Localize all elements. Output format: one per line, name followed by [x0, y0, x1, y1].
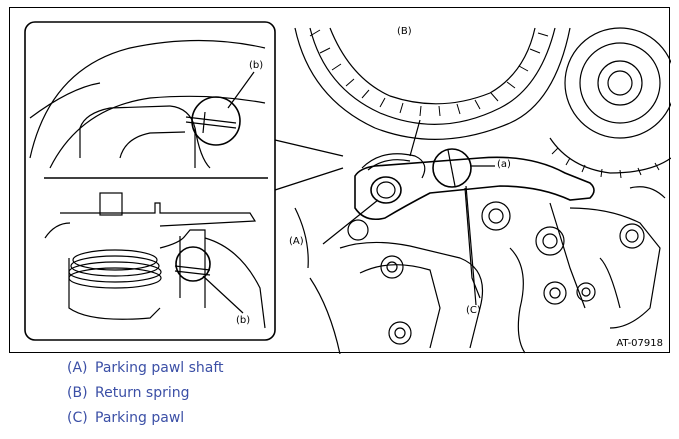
legend-list: (A) Parking pawl shaft (B) Return spring (…	[67, 360, 224, 435]
illustration-svg: (b) (b) (a) (B) (A) (C)	[24, 21, 671, 354]
parking-pawl-illustration: (b) (b) (a) (B) (A) (C) AT-07918	[9, 7, 671, 354]
lower-detail-drawing	[44, 192, 266, 329]
legend-item-return-spring: (B) Return spring	[67, 385, 224, 410]
main-assembly-drawing	[294, 27, 671, 354]
legend-text: Parking pawl	[95, 410, 185, 426]
legend-item-parking-pawl: (C) Parking pawl	[67, 410, 224, 435]
callout-A: (A)	[289, 236, 304, 247]
callout-C: (C)	[466, 305, 481, 316]
callout-b-lower: (b)	[236, 315, 250, 326]
callout-b-upper: (b)	[249, 60, 263, 71]
legend-item-parking-pawl-shaft: (A) Parking pawl shaft	[67, 360, 224, 385]
callout-a: (a)	[497, 159, 511, 170]
upper-detail-drawing	[29, 39, 266, 169]
legend-key: (C)	[67, 410, 88, 426]
figure-code: AT-07918	[616, 338, 663, 349]
legend-key: (B)	[67, 385, 88, 401]
legend-text: Parking pawl shaft	[95, 360, 224, 376]
legend-key: (A)	[67, 360, 88, 376]
legend-text: Return spring	[95, 385, 190, 401]
detail-inset-frame	[24, 21, 276, 341]
callout-B: (B)	[397, 26, 412, 37]
